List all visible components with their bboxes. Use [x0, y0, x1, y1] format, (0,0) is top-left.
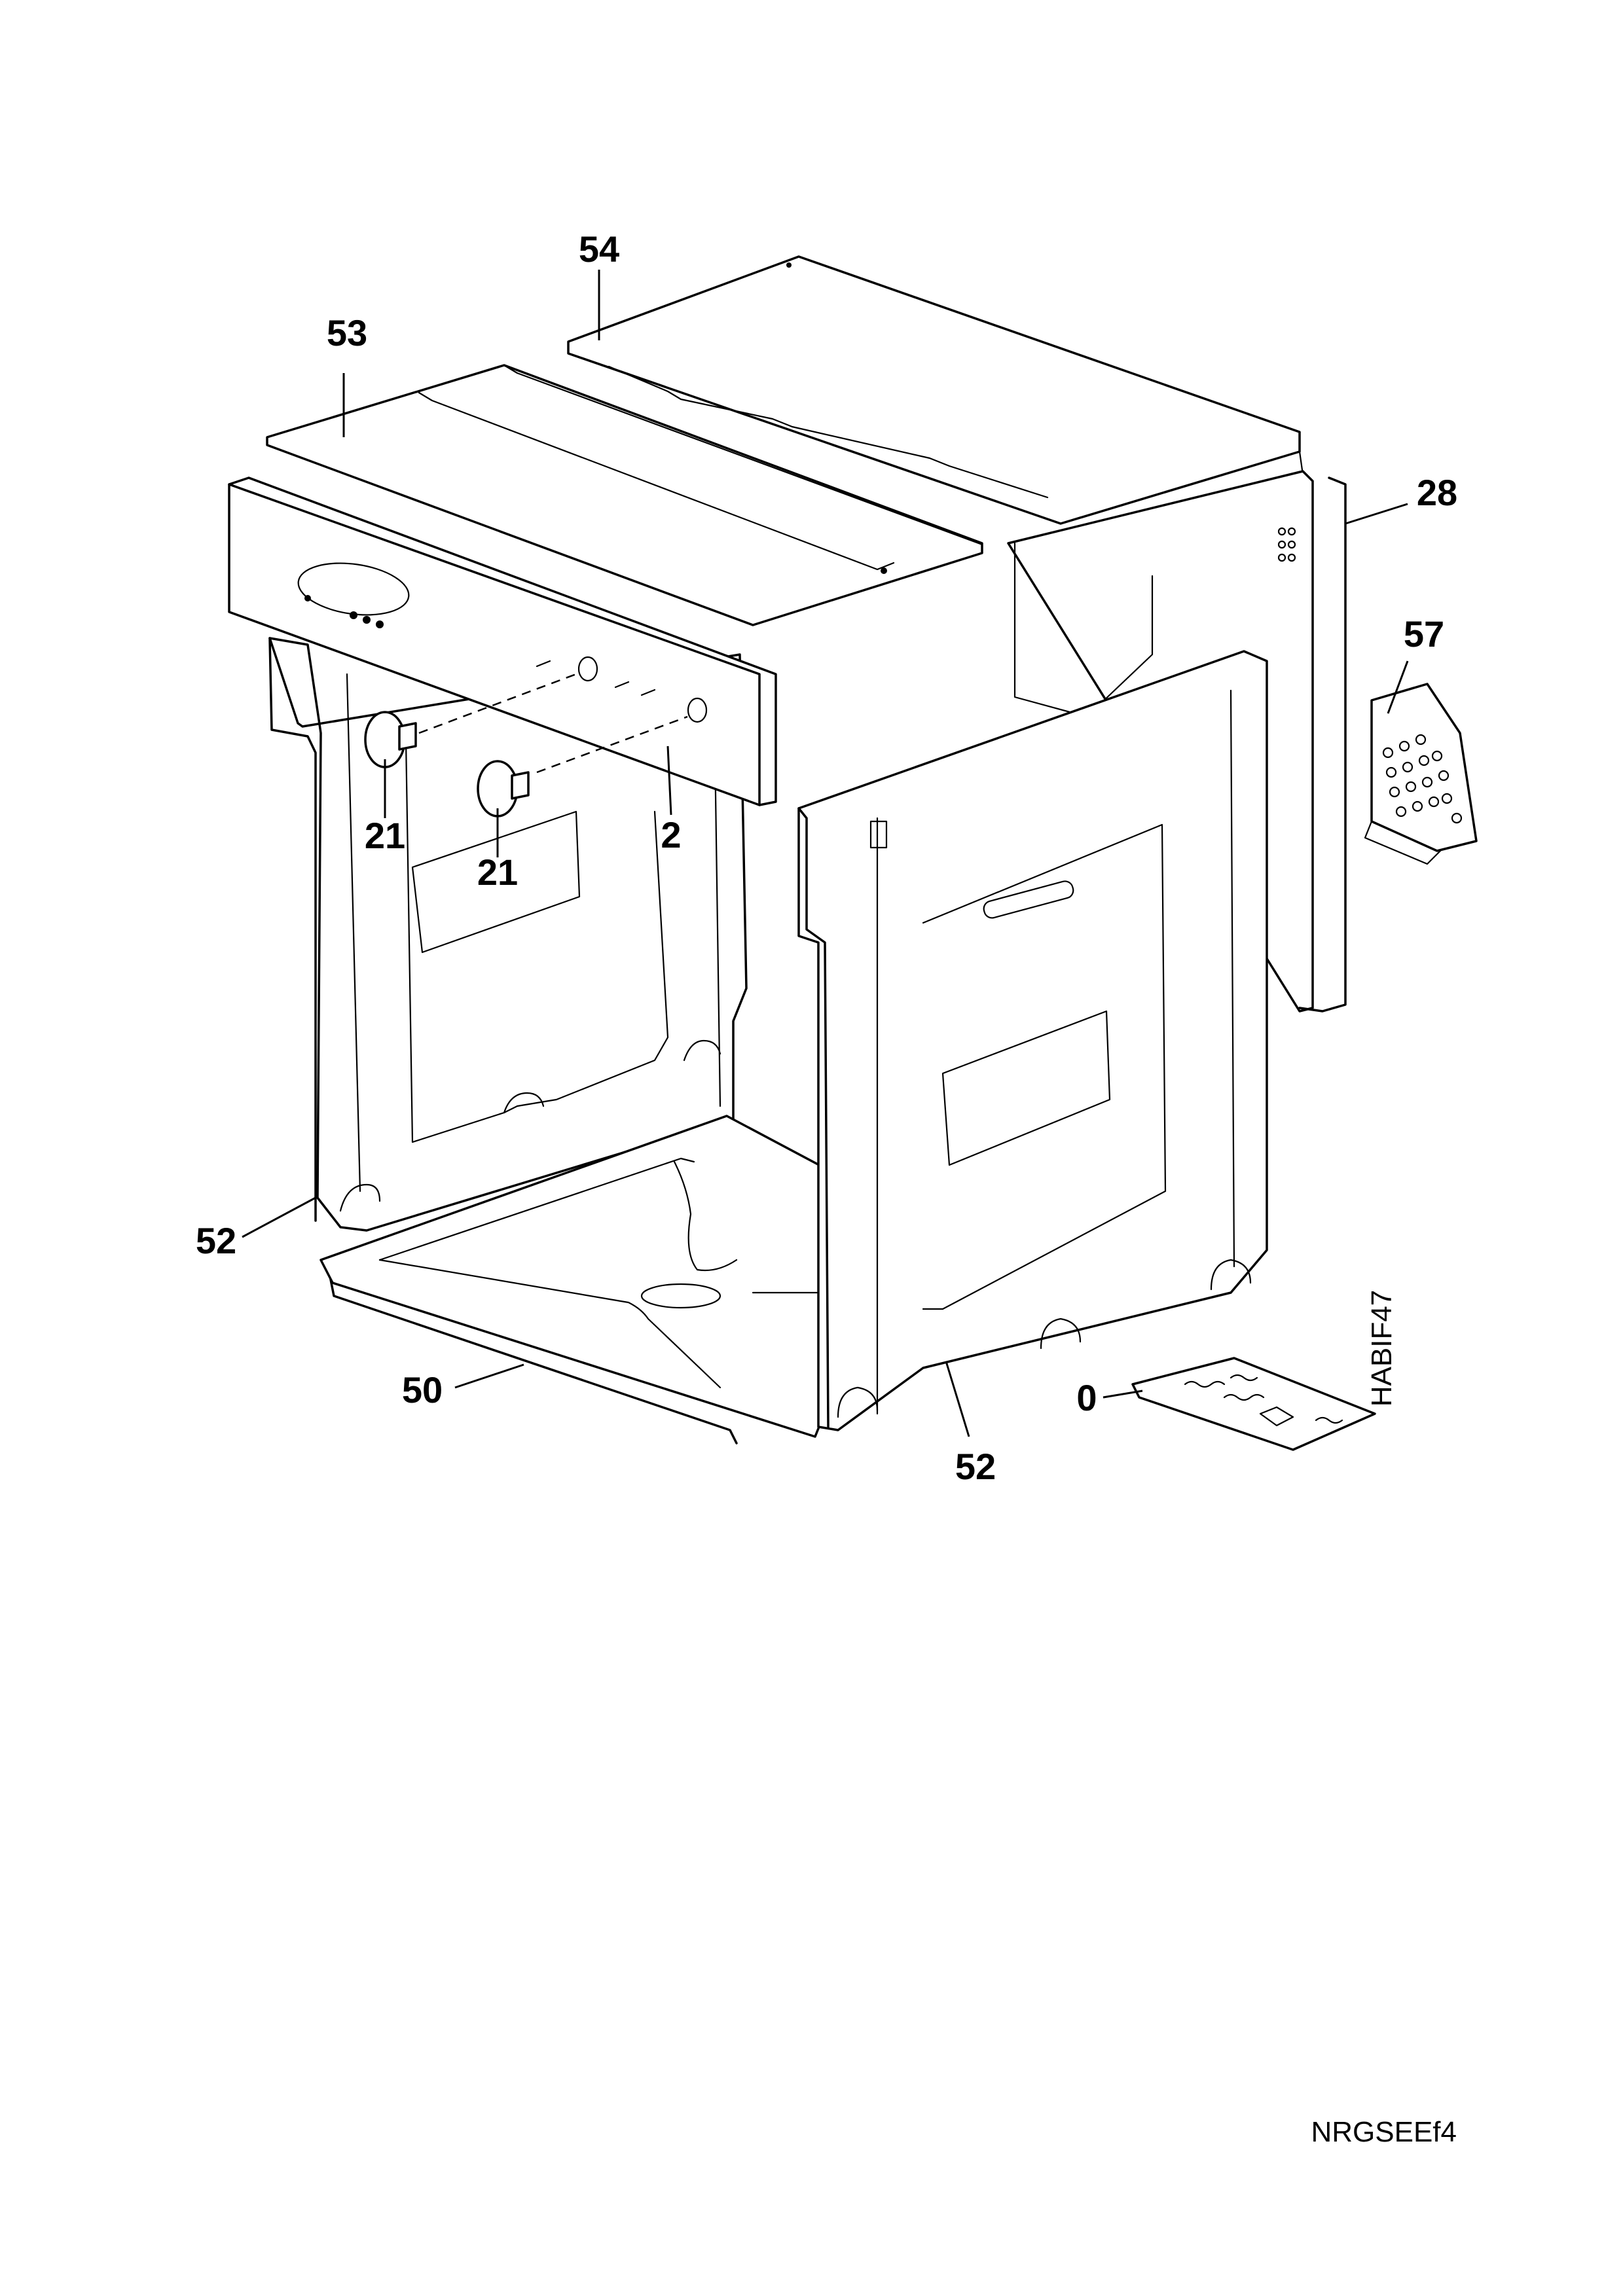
callout-53: 53 [327, 312, 367, 353]
callout-50: 50 [402, 1369, 443, 1410]
part-vent-grille [1364, 683, 1478, 865]
part-bottom-tray [319, 1115, 833, 1444]
callout-52-left: 52 [196, 1220, 236, 1261]
callout-2: 2 [661, 814, 681, 855]
grille-holes [1382, 734, 1463, 824]
callout-21-left: 21 [365, 815, 405, 856]
part-instruction-manual [1131, 1357, 1376, 1451]
part-top-front-cover [266, 364, 983, 626]
page-code: NRGSEEf4 [1311, 2116, 1457, 2148]
callout-52-right: 52 [955, 1446, 996, 1487]
callout-21-right: 21 [477, 852, 518, 893]
leader-lines [242, 270, 1409, 1437]
drawing-code: HABIF47 [1366, 1290, 1398, 1407]
part-knob-left [364, 673, 577, 768]
part-side-panel-right [797, 650, 1268, 1431]
callout-54: 54 [579, 228, 619, 270]
callout-28: 28 [1417, 472, 1457, 513]
callout-0: 0 [1076, 1377, 1097, 1418]
part-control-panel [228, 476, 777, 806]
rear-vent-holes [1277, 527, 1296, 562]
callout-57: 57 [1404, 613, 1444, 655]
part-side-panel-left [268, 637, 748, 1232]
part-knob-right [477, 715, 688, 817]
